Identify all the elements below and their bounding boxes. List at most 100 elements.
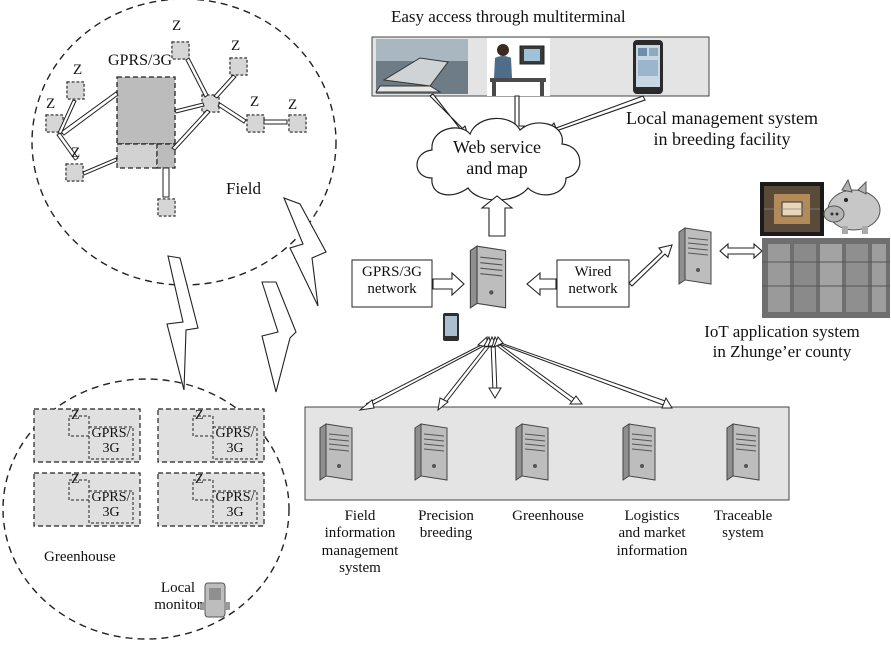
system-line: and market — [618, 525, 686, 542]
system-server-icon — [515, 423, 549, 481]
local-management-label: Local management system in breeding faci… — [604, 108, 840, 149]
cloud-line-2: and map — [466, 157, 528, 178]
system-server-icon — [414, 423, 448, 481]
z-label: Z — [195, 408, 204, 423]
wired-to-iot-arrow — [628, 244, 673, 287]
fan-arrowheads — [358, 335, 673, 412]
gprs-network-line-1: GPRS/3G — [361, 264, 423, 280]
system-line: Traceable — [713, 508, 773, 524]
iot-line-2: in Zhunge’er county — [712, 341, 852, 361]
handheld-device-icon — [443, 313, 459, 341]
system-server-icon — [319, 423, 353, 481]
gw-line-2: 3G — [226, 505, 244, 521]
central-server-icon — [469, 245, 507, 309]
gw-line-2: 3G — [102, 441, 120, 457]
greenhouse-circle — [2, 378, 290, 640]
field-label: Field — [226, 179, 261, 198]
system-line: information — [324, 525, 396, 542]
laptop-icon — [375, 39, 468, 94]
greenhouse-gateway-label: GPRS/3G — [89, 490, 133, 521]
pig-image — [823, 178, 881, 234]
z-label: Z — [172, 18, 182, 34]
z-label: Z — [71, 408, 80, 423]
iot-label: IoT application system in Zhunge’er coun… — [682, 322, 882, 361]
gw-line-2: 3G — [102, 505, 120, 521]
field-gateway-label: GPRS/3G — [108, 52, 173, 69]
field-gateway — [116, 76, 176, 145]
iot-bidirectional-arrow — [719, 242, 763, 260]
gw-line-1: GPRS/ — [215, 490, 255, 505]
lightning-link — [283, 197, 327, 307]
system-label: Field information management system — [318, 508, 402, 577]
local-management-line-2: in breeding facility — [653, 128, 791, 149]
system-label: Traceable system — [703, 508, 783, 543]
lightning-link — [261, 281, 297, 393]
greenhouse-gateway-label: GPRS/3G — [89, 426, 133, 457]
system-server-icon — [726, 423, 760, 481]
system-line: Field — [344, 508, 376, 524]
greenhouse-gateway-label: GPRS/3G — [213, 426, 257, 457]
system-line: management — [321, 542, 399, 559]
fan-arrows — [365, 341, 669, 407]
system-label: Precision breeding — [408, 508, 484, 543]
z-label: Z — [195, 472, 204, 487]
gprs-to-server-arrow — [432, 271, 465, 297]
local-monitor-icon — [200, 582, 230, 618]
z-label: Z — [71, 145, 81, 161]
wired-network-box — [556, 259, 630, 308]
system-line: information — [616, 542, 688, 559]
z-label: Z — [288, 97, 298, 113]
gw-line-1: GPRS/ — [91, 426, 131, 441]
iot-line-1: IoT application system — [704, 322, 860, 341]
gprs-network-line-2: network — [367, 281, 417, 298]
gprs-network-label: GPRS/3G network — [352, 264, 432, 299]
system-line: Precision — [418, 508, 474, 524]
cloud-label: Web service and map — [448, 137, 546, 178]
system-label: Greenhouse — [496, 508, 600, 525]
sensor-node-icon — [171, 41, 190, 60]
local-monitor-line-2: monitor — [154, 597, 202, 614]
cloud-line-1: Web service — [452, 137, 541, 157]
sensor-node-icon — [157, 198, 176, 217]
field-links — [56, 57, 288, 198]
web-service-cloud — [416, 117, 581, 201]
system-line: system — [339, 559, 381, 576]
sensor-node-icon — [288, 114, 307, 133]
chip-image — [760, 182, 824, 236]
gprs-network-box — [351, 259, 433, 308]
sensor-node-icon — [65, 163, 84, 182]
greenhouse-label: Greenhouse — [44, 549, 116, 565]
greenhouse-gateway-label: GPRS/3G — [213, 490, 257, 521]
z-label: Z — [250, 94, 260, 110]
sensor-node-icon — [229, 57, 248, 76]
local-monitor-label: Local monitor — [152, 580, 204, 615]
z-label: Z — [73, 62, 83, 78]
iot-server-icon — [678, 227, 712, 285]
lightning-link — [166, 255, 199, 391]
z-label: Z — [71, 472, 80, 487]
desktop-user-icon — [487, 38, 550, 96]
top-caption: Easy access through multiterminal — [391, 7, 626, 26]
gw-line-1: GPRS/ — [215, 426, 255, 441]
wired-to-server-arrow — [526, 271, 557, 297]
gw-line-2: 3G — [226, 441, 244, 457]
wired-network-line-2: network — [568, 281, 618, 298]
system-line: breeding — [419, 525, 473, 542]
server-to-cloud-arrow — [480, 195, 514, 237]
local-monitor-line-1: Local — [160, 580, 196, 596]
z-label: Z — [46, 96, 56, 112]
system-line: Greenhouse — [512, 508, 584, 524]
system-line: Logistics — [624, 508, 680, 524]
farm-aerial-image — [762, 238, 890, 318]
sensor-node-icon — [66, 81, 85, 100]
system-label: Logistics and market information — [603, 508, 701, 560]
sensor-node-icon — [246, 114, 265, 133]
wired-network-line-1: Wired — [574, 264, 612, 280]
z-label: Z — [231, 38, 241, 54]
system-line: system — [722, 525, 764, 542]
system-server-icon — [622, 423, 656, 481]
wired-network-label: Wired network — [557, 264, 629, 299]
gw-line-1: GPRS/ — [91, 490, 131, 505]
smartphone-icon — [633, 40, 663, 94]
